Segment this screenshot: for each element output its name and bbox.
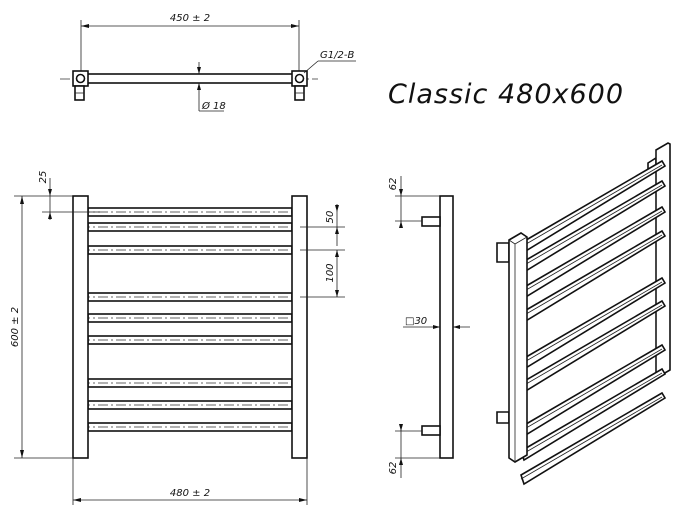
- side-view: 62 62 □30: [388, 176, 470, 478]
- top-width-label: 450 ± 2: [170, 13, 210, 24]
- isometric-view: [496, 142, 671, 486]
- height-label: 600 ± 2: [10, 307, 21, 347]
- iso-rail-highlight: [520, 396, 663, 480]
- iso-rail-highlight: [520, 281, 663, 365]
- bottom-width-label: 480 ± 2: [170, 488, 210, 499]
- iso-rail: [520, 179, 667, 274]
- iso-rails: [520, 159, 667, 486]
- iso-rail-highlight: [520, 304, 663, 388]
- left-collector: [72, 195, 89, 459]
- spacing-large-label: 100: [325, 263, 336, 282]
- iso-rail-highlight: [520, 234, 663, 318]
- side-offset-bottom-label: 62: [388, 462, 399, 475]
- front-view: 600 ± 2 25 50 100 480 ± 2: [10, 171, 345, 505]
- iso-rail: [520, 343, 667, 438]
- profile-label: □30: [405, 316, 427, 327]
- side-offset-top-label: 62: [388, 178, 399, 191]
- side-collector: [439, 195, 454, 459]
- iso-rail-highlight: [520, 164, 663, 248]
- iso-rail-highlight: [520, 372, 663, 456]
- top-view: 450 ± 2 Ø 18 G1/2-B: [60, 13, 356, 112]
- thread-label: G1/2-B: [320, 50, 354, 61]
- right-collector: [291, 195, 308, 459]
- iso-rail: [520, 299, 667, 394]
- iso-rail-highlight: [520, 210, 663, 294]
- iso-rail-highlight: [520, 348, 663, 432]
- iso-rail: [520, 159, 667, 254]
- offset-top-label: 25: [38, 171, 49, 184]
- product-title: Classic 480x600: [388, 79, 624, 110]
- rails: [80, 207, 300, 432]
- pipe-diameter-label: Ø 18: [201, 100, 226, 112]
- iso-rail-highlight: [520, 184, 663, 268]
- spacing-small-label: 50: [325, 211, 336, 224]
